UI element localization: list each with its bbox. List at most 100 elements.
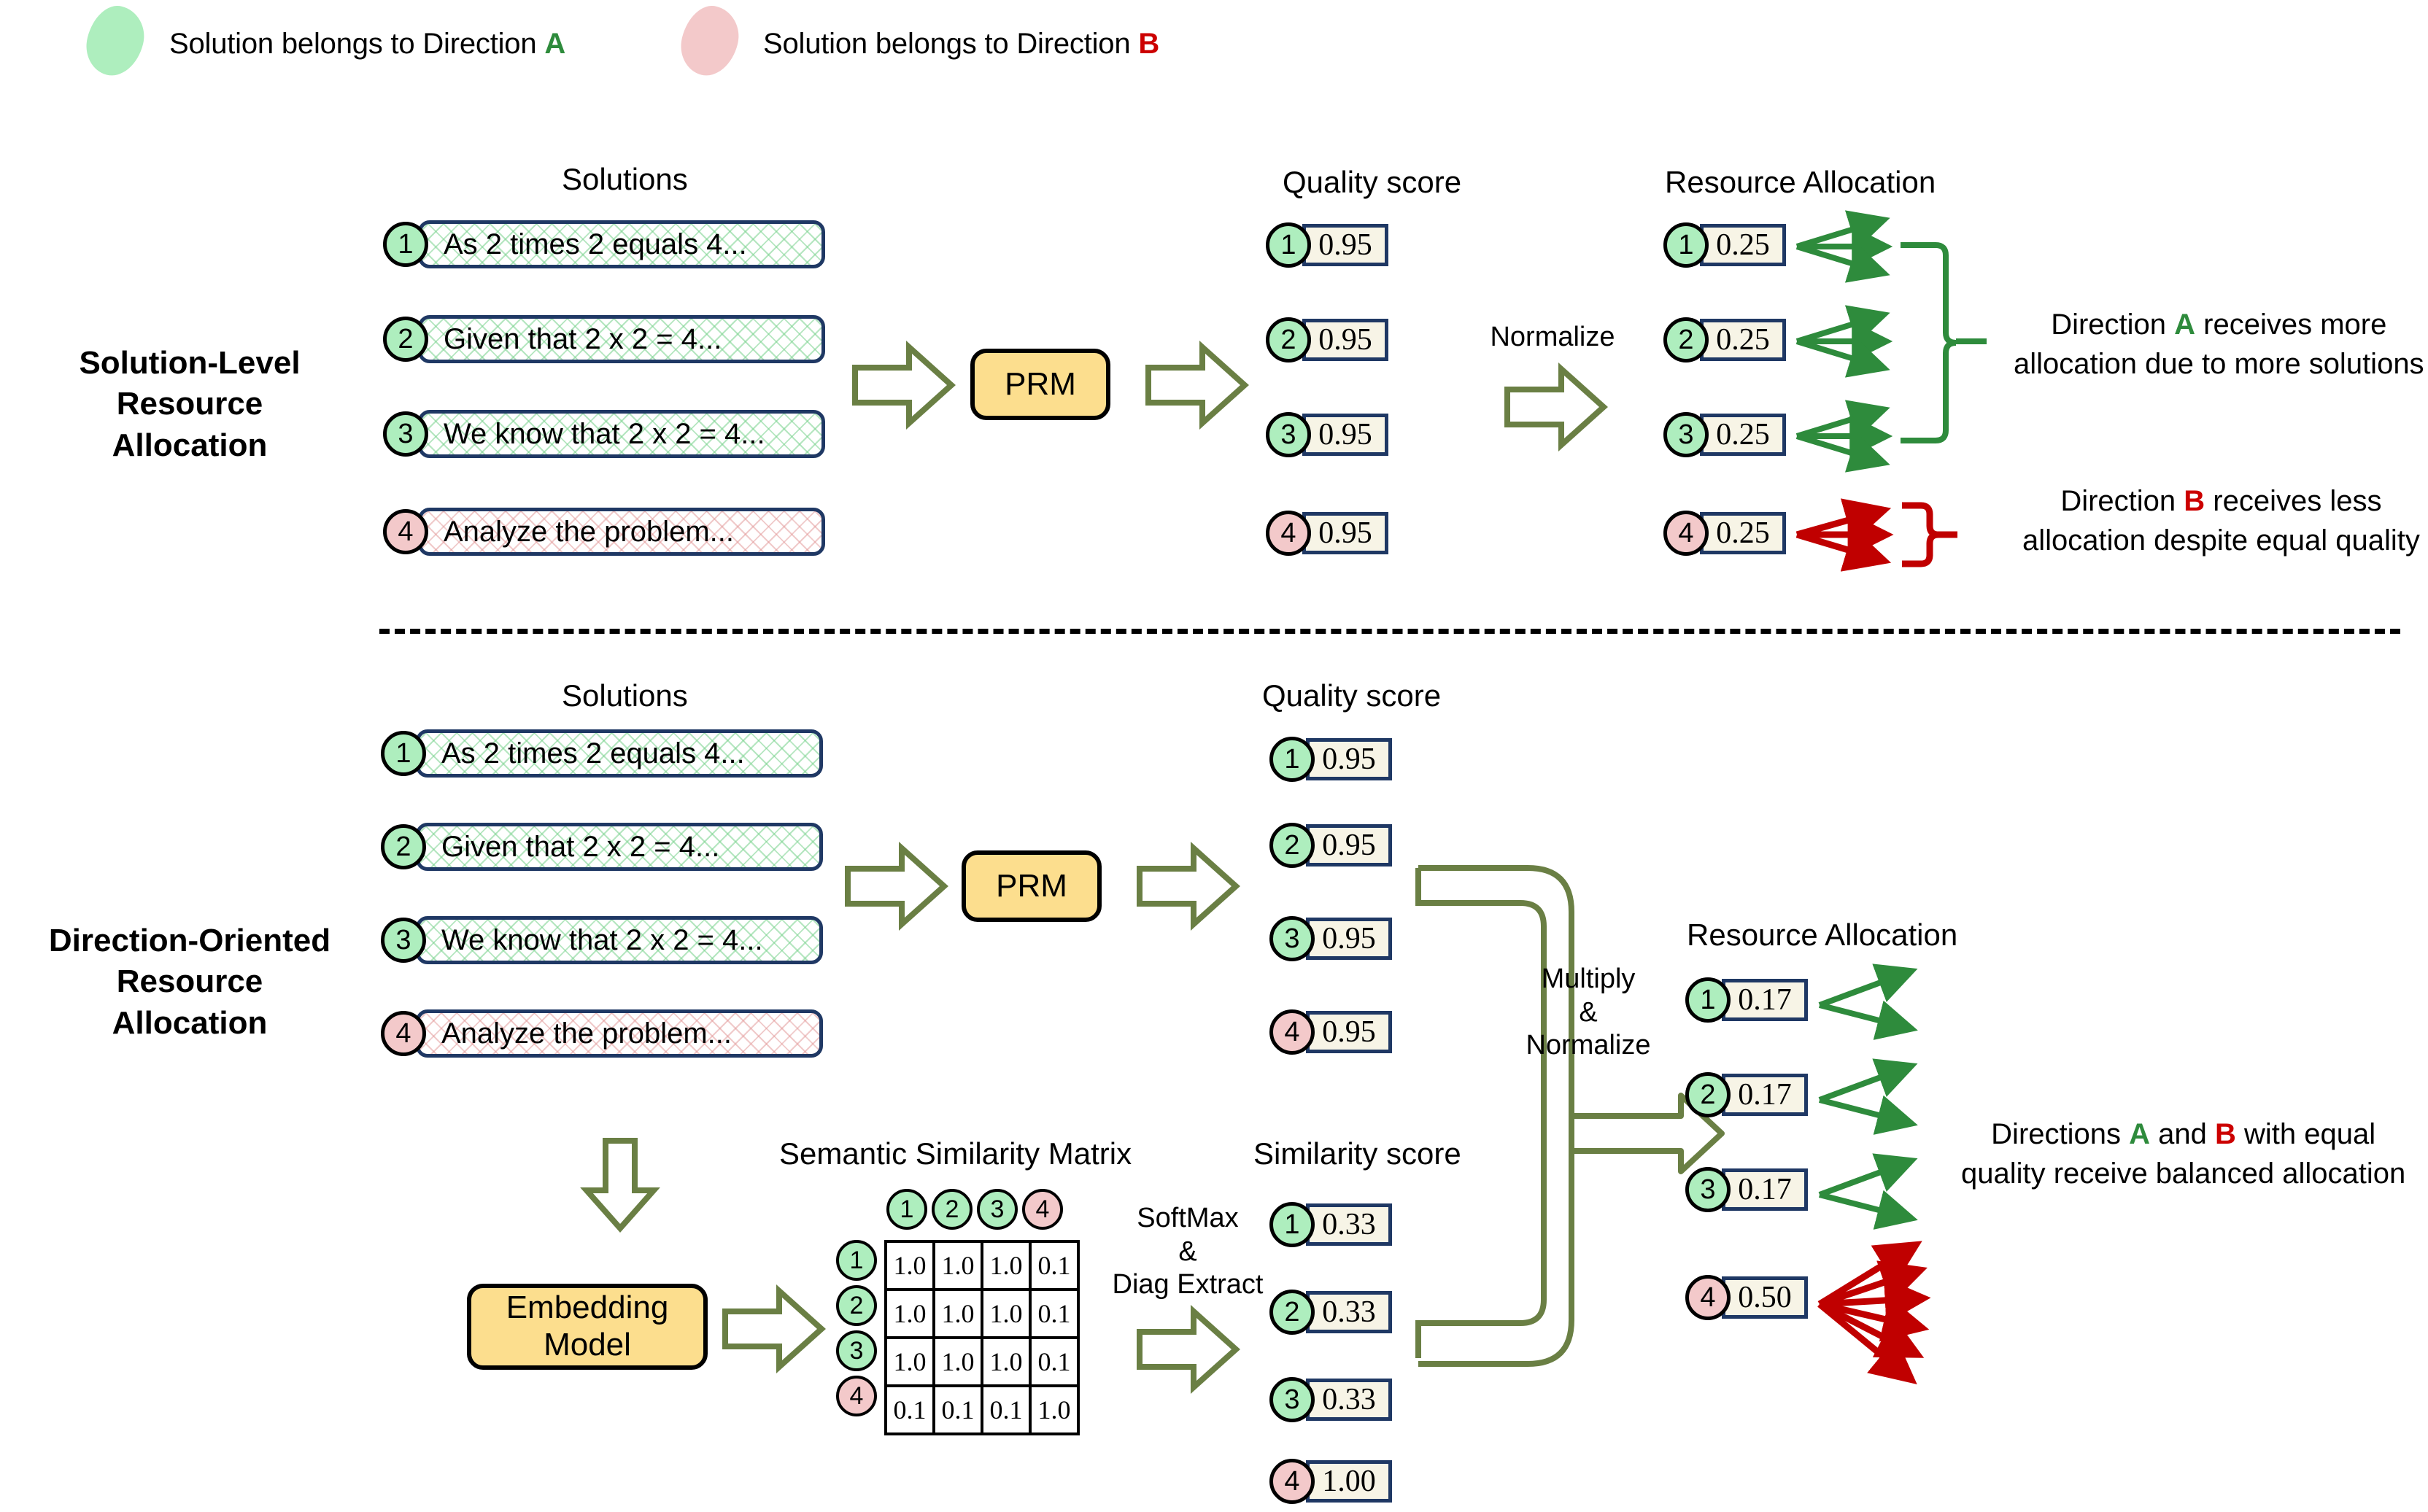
quality-index-badge: 4 [1269,1009,1315,1055]
solution-pill[interactable]: As 2 times 2 equals 4... [416,729,823,778]
bottom-allocation-row-4: 4 0.50 [1685,1275,1808,1320]
matrix-cell: 1.0 [981,1288,1032,1339]
solution-pill[interactable]: We know that 2 x 2 = 4... [418,410,825,458]
matrix-col-header: 1 [886,1189,927,1230]
solution-text: As 2 times 2 equals 4... [444,228,747,260]
legend-swatch-direction-b [674,0,746,82]
bottom-quality-row-4: 4 0.95 [1269,1009,1392,1055]
allocation-index-badge: 4 [1663,511,1709,556]
softmax-line2: & [1178,1236,1197,1267]
note-a-direction: A [2174,309,2196,341]
embedding-model-box[interactable]: Embedding Model [467,1284,708,1370]
top-allocation-row-4: 4 0.25 [1663,511,1786,556]
arrow-fan-row1 [1818,964,1918,1040]
green-brace [1901,242,1957,443]
bottom-solution-row-2[interactable]: 2 Given that 2 x 2 = 4... [381,823,823,871]
top-allocation-row-2: 2 0.25 [1663,317,1786,363]
matrix-row: 1.0 1.0 1.0 0.1 [884,1240,1080,1291]
note-mid: and [2150,1118,2215,1150]
solution-index-badge: 1 [381,731,426,776]
matrix-cell: 1.0 [884,1240,935,1291]
bottom-section-label-line1: Direction-Oriented [48,923,331,958]
top-quality-row-3: 3 0.95 [1266,412,1388,457]
semantic-similarity-matrix: 1.0 1.0 1.0 0.1 1.0 1.0 1.0 0.1 1.0 1.0 … [884,1240,1080,1435]
solution-pill[interactable]: Given that 2 x 2 = 4... [416,823,823,871]
matrix-row-header: 2 [836,1285,877,1326]
solution-pill[interactable]: Analyze the problem... [418,508,825,556]
solution-pill[interactable]: Given that 2 x 2 = 4... [418,315,825,363]
normalize-label: Normalize [1490,322,1615,352]
pill-hatch-pattern [422,511,821,552]
top-note-direction-b: Direction B receives less allocation des… [2022,481,2420,560]
multiply-line1: Multiply [1541,964,1636,994]
solution-pill[interactable]: We know that 2 x 2 = 4... [416,916,823,964]
solution-index-badge: 4 [383,509,428,554]
legend-b-prefix: Solution belongs to Direction [763,28,1139,60]
top-solution-row-2[interactable]: 2 Given that 2 x 2 = 4... [383,315,825,363]
pill-hatch-pattern [420,733,819,774]
top-allocation-row-1: 1 0.25 [1663,222,1786,268]
similarity-value: 1.00 [1306,1460,1392,1503]
similarity-row-1: 1 0.33 [1269,1202,1392,1247]
note-direction-a: A [2129,1118,2151,1150]
bottom-solution-row-4[interactable]: 4 Analyze the problem... [381,1009,823,1058]
allocation-index-badge: 4 [1685,1275,1731,1320]
matrix-cell: 1.0 [932,1288,983,1339]
top-quality-heading: Quality score [1283,165,1462,199]
arrow-fan-row4 [1795,498,1894,572]
top-solution-row-1[interactable]: 1 As 2 times 2 equals 4... [383,220,825,268]
top-note-direction-a: Direction A receives more allocation due… [2014,305,2424,384]
embedding-label-line1: Embedding [506,1290,669,1326]
quality-index-badge: 2 [1266,317,1311,363]
bottom-section-label-line2: Resource Allocation [112,964,268,1041]
note-direction-b: B [2214,1118,2236,1150]
solution-text: Given that 2 x 2 = 4... [444,322,722,355]
quality-value: 0.95 [1306,918,1392,960]
matrix-row-header: 3 [836,1330,877,1371]
quality-index-badge: 3 [1269,916,1315,961]
solution-pill[interactable]: As 2 times 2 equals 4... [418,220,825,268]
solution-text: Given that 2 x 2 = 4... [441,830,720,863]
allocation-value: 0.25 [1700,319,1786,361]
matrix-col-header: 2 [932,1189,973,1230]
similarity-index-badge: 4 [1269,1459,1315,1504]
matrix-cell: 0.1 [1029,1240,1080,1291]
bottom-quality-heading: Quality score [1262,678,1442,713]
similarity-index-badge: 2 [1269,1290,1315,1335]
top-solution-row-4[interactable]: 4 Analyze the problem... [383,508,825,556]
bottom-allocation-row-2: 2 0.17 [1685,1072,1808,1117]
legend-a-prefix: Solution belongs to Direction [169,28,545,60]
matrix-cell: 0.1 [1029,1336,1080,1387]
bottom-solution-row-3[interactable]: 3 We know that 2 x 2 = 4... [381,916,823,964]
allocation-index-badge: 2 [1685,1072,1731,1117]
solution-index-badge: 3 [383,411,428,457]
note-post: with equal [2235,1118,2376,1150]
arrow-fan-row1 [1795,210,1893,283]
quality-value: 0.95 [1306,738,1392,780]
solution-index-badge: 1 [383,222,428,267]
red-brace [1902,502,1939,567]
bottom-solution-row-1[interactable]: 1 As 2 times 2 equals 4... [381,729,823,778]
softmax-line1: SoftMax [1137,1203,1239,1233]
matrix-cell: 1.0 [981,1336,1032,1387]
solution-text: As 2 times 2 equals 4... [441,737,745,769]
prm-box-bottom[interactable]: PRM [962,850,1102,922]
similarity-index-badge: 3 [1269,1377,1315,1422]
pill-hatch-pattern [420,1013,819,1054]
bottom-quality-row-1: 1 0.95 [1269,737,1392,782]
solution-pill[interactable]: Analyze the problem... [416,1009,823,1058]
matrix-row-header: 4 [836,1376,877,1416]
merge-connector-arrow [1415,865,1725,1367]
multiply-normalize-label: Multiply & Normalize [1504,963,1672,1063]
matrix-cell: 1.0 [884,1336,935,1387]
allocation-value: 0.25 [1700,224,1786,266]
embedding-label-line2: Model [544,1327,631,1362]
matrix-row-header: 1 [836,1240,877,1281]
top-solution-row-3[interactable]: 3 We know that 2 x 2 = 4... [383,410,825,458]
note-b-direction: B [2184,485,2205,517]
allocation-index-badge: 1 [1663,222,1709,268]
prm-box[interactable]: PRM [970,349,1110,420]
multiply-line3: Normalize [1526,1030,1651,1061]
note-b-line2: allocation despite equal quality [2022,524,2420,557]
top-solutions-heading: Solutions [562,162,688,196]
